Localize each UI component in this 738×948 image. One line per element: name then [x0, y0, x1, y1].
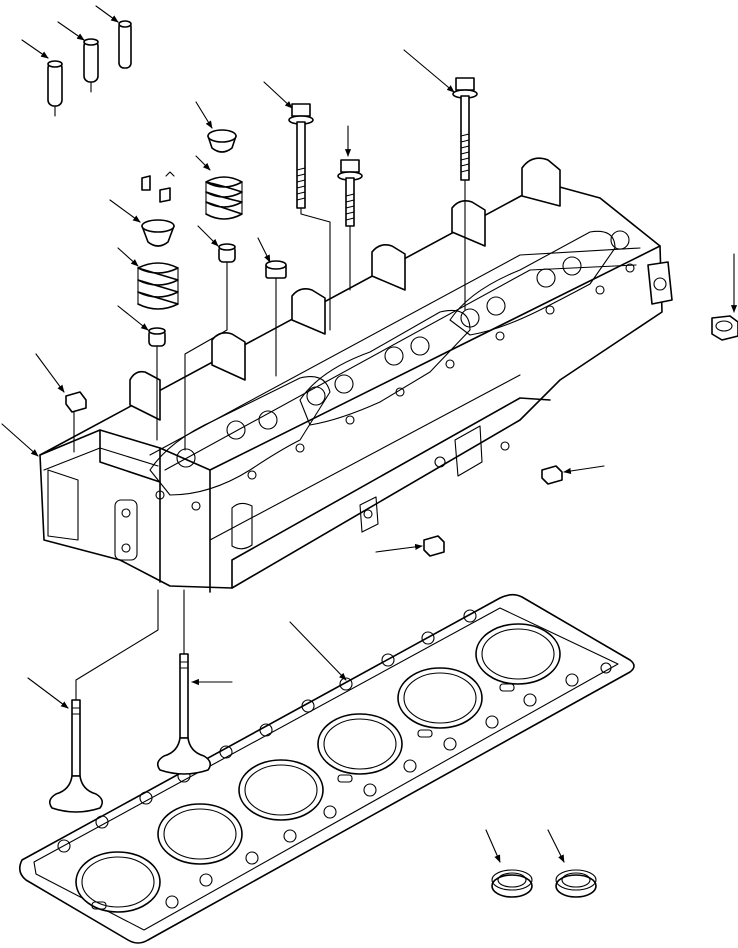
callout-arrows — [1, 5, 738, 863]
intake-valve — [156, 653, 212, 775]
exhaust-valve — [48, 699, 104, 813]
cylinder-head — [39, 157, 673, 593]
dowel-pin — [118, 20, 132, 69]
dowel-pin — [47, 60, 63, 117]
cylinder-head-bolt-long — [452, 77, 478, 181]
valve-spring-retainer — [207, 129, 237, 153]
plug — [541, 465, 563, 485]
valve-spring — [137, 262, 179, 310]
cylinder-head-bolt-short — [337, 159, 363, 227]
valve-seat-insert — [491, 869, 533, 898]
valve-spring — [205, 176, 243, 220]
bolt-leader-line — [300, 207, 331, 331]
pipe-plug — [711, 315, 738, 341]
valve-stem-seal — [148, 327, 166, 347]
valve-train-leader-line — [184, 261, 228, 451]
nut — [65, 391, 87, 453]
valve-seat-insert — [555, 869, 597, 898]
head-gasket — [18, 593, 635, 944]
valve-leader-line — [75, 589, 159, 701]
valve-spring-retainer — [141, 219, 175, 247]
plug — [423, 535, 445, 557]
valve-collets — [141, 171, 175, 203]
valve-stem-seal — [218, 243, 236, 263]
cup-plug — [265, 260, 287, 377]
cylinder-head-bolt-medium — [288, 103, 314, 209]
dowel-pin — [83, 38, 99, 93]
